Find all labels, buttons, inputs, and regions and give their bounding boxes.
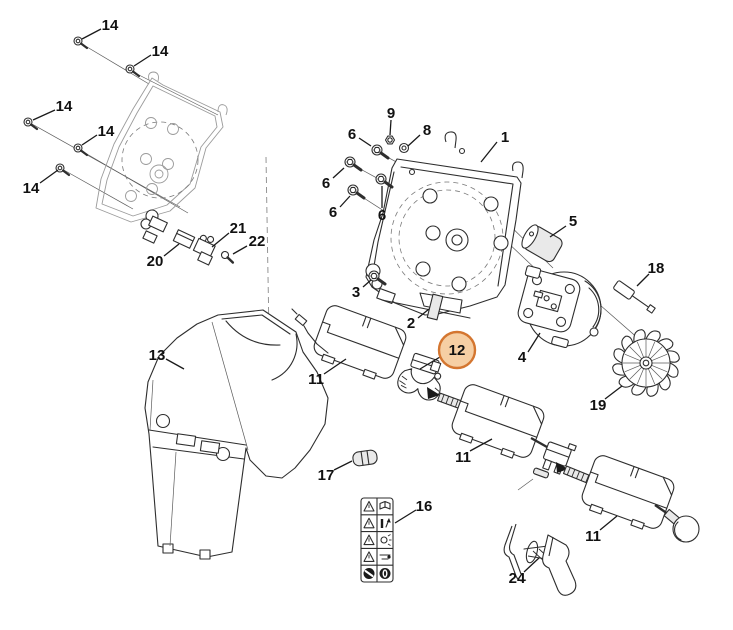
callout-16[interactable]: 16: [416, 498, 433, 515]
callout-13[interactable]: 13: [149, 347, 166, 364]
part-21-switch: [192, 234, 216, 266]
flying-debris-icon: [380, 534, 392, 546]
callout-19[interactable]: 19: [590, 397, 607, 414]
part-16-safety-label: [360, 497, 394, 583]
part-24-spring-clip: [503, 523, 577, 596]
mains-plug: [542, 441, 577, 475]
warning-triangle-icon: [363, 551, 375, 562]
pin-part: [532, 467, 550, 479]
warning-triangle-icon: [363, 534, 375, 546]
warning-triangle-icon: [363, 517, 375, 529]
callout-3[interactable]: 3: [352, 284, 360, 301]
callout-22[interactable]: 22: [249, 233, 266, 250]
callout-6[interactable]: 6: [378, 207, 386, 224]
callout-labels: 14 14 14 14 14 20 21 22 6 9 8 6 6 6 1 5 …: [23, 17, 665, 587]
part-1-motor-plate: [365, 131, 524, 319]
callout-14[interactable]: 14: [152, 43, 169, 60]
part-11-switch-box: [556, 455, 700, 543]
callout-14[interactable]: 14: [102, 17, 119, 34]
ghost-frame-part: [95, 71, 228, 244]
ball-knob: [672, 515, 700, 543]
part-17-sleeve: [352, 449, 378, 467]
callout-2[interactable]: 2: [407, 315, 415, 332]
part-22-screw: [220, 250, 235, 264]
part-20-housing: [172, 229, 196, 249]
part-11-switch-box: [427, 384, 577, 475]
nut-9: [384, 135, 396, 145]
callout-17[interactable]: 17: [318, 467, 335, 484]
screw-14-set: [22, 35, 141, 177]
mandatory-icon: [379, 568, 391, 579]
callout-5[interactable]: 5: [569, 213, 577, 230]
callout-20[interactable]: 20: [147, 253, 164, 270]
part-11-switch-box: [291, 305, 407, 380]
callout-21[interactable]: 21: [230, 220, 247, 237]
callout-6[interactable]: 6: [348, 126, 356, 143]
read-manual-icon: [379, 500, 391, 510]
callout-11[interactable]: 11: [455, 449, 471, 466]
part-13-feed-chute: [144, 309, 329, 560]
wait-stop-icon: [380, 518, 391, 528]
part-4-electric-motor: [517, 265, 602, 349]
prohibition-icon: [363, 568, 375, 579]
callout-24[interactable]: 24: [509, 570, 526, 587]
callout-6[interactable]: 6: [329, 204, 337, 221]
callout-18[interactable]: 18: [648, 260, 665, 277]
callout-1[interactable]: 1: [501, 129, 509, 146]
callout-6[interactable]: 6: [322, 175, 330, 192]
callout-14[interactable]: 14: [23, 180, 40, 197]
construction-lines: [31, 43, 641, 491]
callout-11[interactable]: 11: [585, 528, 601, 545]
part-19-fan-wheel: [610, 327, 682, 399]
highlight-circle-12[interactable]: [437, 330, 477, 370]
warning-triangle-icon: [363, 500, 375, 512]
callout-14[interactable]: 14: [98, 123, 115, 140]
part-18-carbon-brush: [613, 280, 656, 314]
part-5-capacitor: [521, 224, 563, 263]
callout-11[interactable]: 11: [308, 371, 324, 388]
leader-lines: [32, 28, 650, 573]
screw-6-set: [343, 143, 394, 200]
rotating-tool-icon: [379, 554, 391, 560]
callout-4[interactable]: 4: [518, 349, 527, 366]
washer-8: [398, 142, 410, 154]
callout-8[interactable]: 8: [423, 122, 431, 139]
callout-12-highlighted[interactable]: 12: [449, 342, 466, 359]
callout-9[interactable]: 9: [387, 105, 395, 122]
callout-14[interactable]: 14: [56, 98, 73, 115]
part-2-strip: [426, 293, 444, 321]
